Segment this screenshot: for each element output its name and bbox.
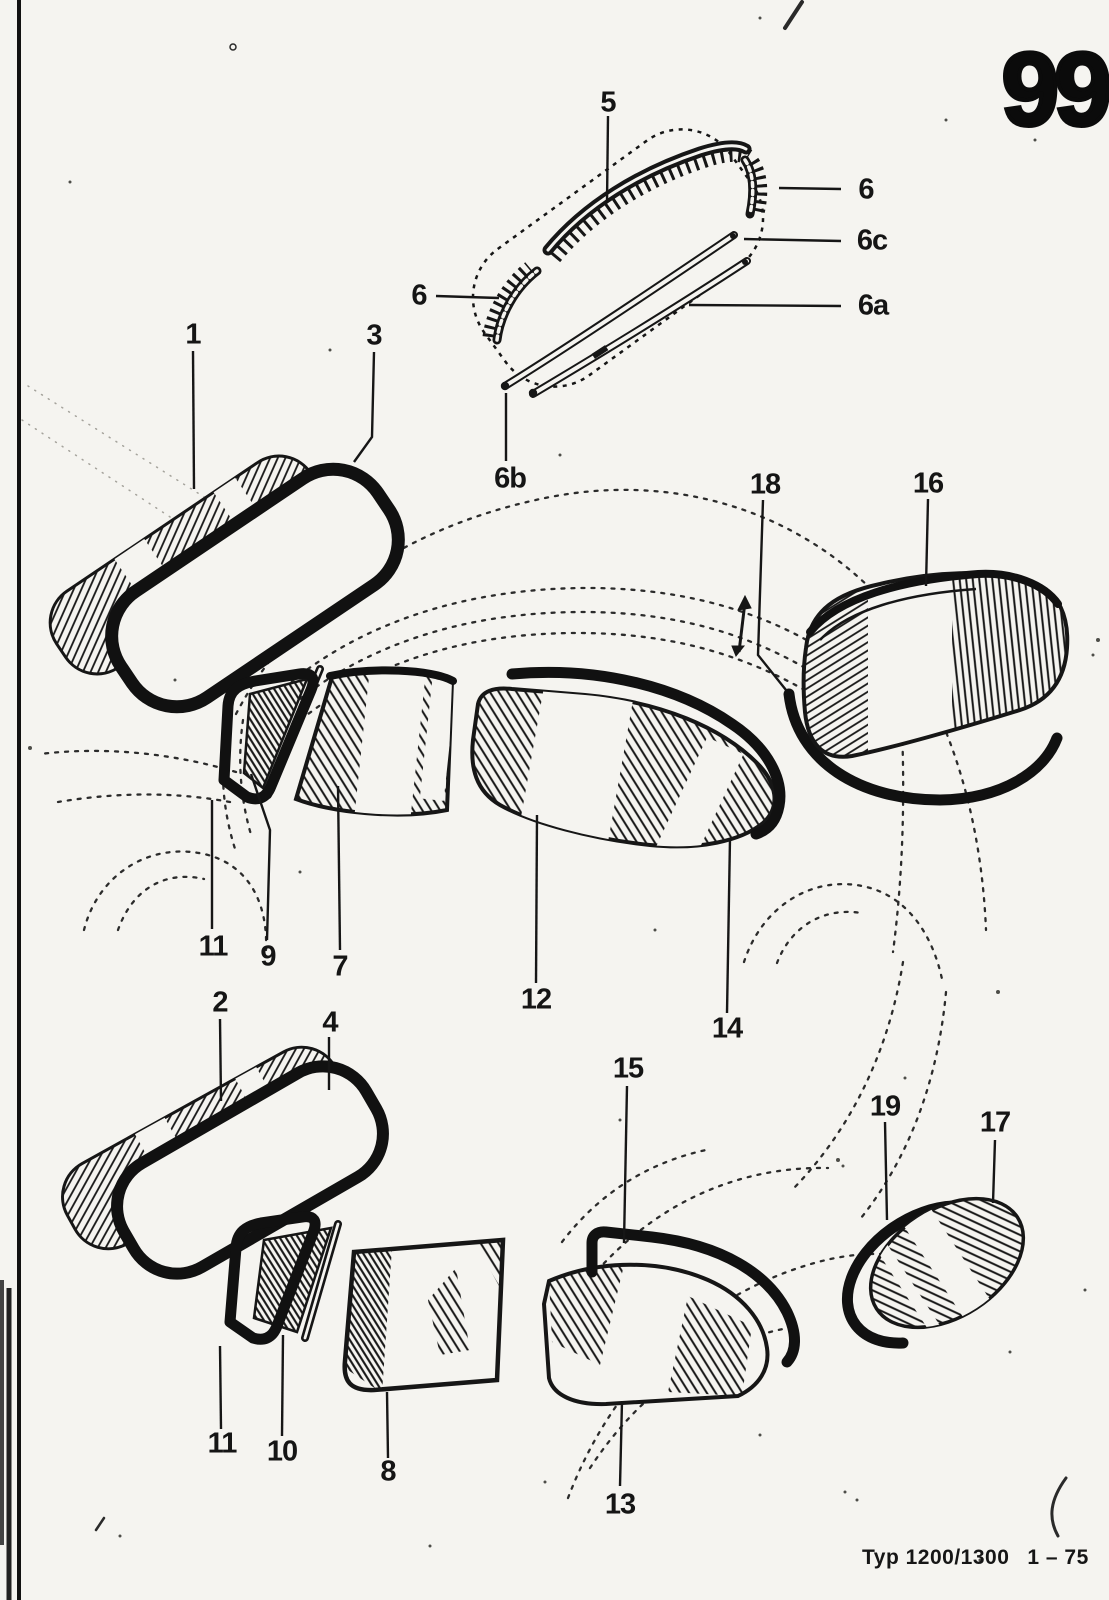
callout-4-label: 4 [322, 1006, 338, 1039]
callout-10-label: 10 [266, 1435, 298, 1468]
callout-3-label: 3 [366, 319, 382, 352]
callout-18-label: 18 [749, 468, 781, 501]
molding-6a [529, 257, 751, 398]
callout-5-label: 5 [600, 86, 616, 119]
callout-6-right-label: 6 [858, 173, 874, 206]
footer-page-code: 1 – 75 [1027, 1546, 1089, 1569]
callout-6-left-label: 6 [411, 279, 427, 312]
seal-strip-5 [542, 140, 753, 263]
quarter-seal-14 [506, 666, 786, 840]
vent-divider-bottom [301, 1220, 342, 1342]
rear-glass-16 [801, 569, 1070, 759]
vent-seal-11-bottom [224, 1211, 321, 1345]
callout-14-label: 14 [711, 1012, 743, 1045]
callout-2-label: 2 [212, 986, 228, 1019]
callout-6a-label: 6a [857, 289, 889, 322]
callout-15-label: 15 [612, 1052, 644, 1085]
noise-specks [28, 16, 1100, 1562]
stray-pen-marks [94, 0, 1068, 1538]
page-border-line [0, 0, 21, 1600]
page-number: 99 [999, 32, 1109, 148]
stray-arrow-mark [731, 594, 752, 657]
rear-seal-18 [783, 688, 1063, 806]
vent-glass-9 [242, 677, 310, 791]
quarter-glass-13 [542, 1262, 770, 1407]
leader-lines [191, 115, 997, 1487]
callout-11-bottom-label: 11 [207, 1427, 238, 1460]
callout-11-mid-label: 11 [198, 930, 229, 963]
page-footer: Typ 1200/1300 1 – 75 [862, 1546, 1089, 1570]
oval-seal-19 [842, 1200, 959, 1349]
callout-12-label: 12 [520, 983, 552, 1016]
door-glass-7 [294, 666, 457, 817]
callout-6b-label: 6b [494, 462, 527, 495]
callout-19-label: 19 [869, 1090, 901, 1123]
molding-joint-6b [500, 233, 748, 398]
molding-6c [501, 231, 738, 390]
seal-clip-6-left [482, 262, 542, 345]
quarter-seal-15 [586, 1226, 800, 1368]
quarter-glass-12 [470, 686, 777, 849]
callout-7-label: 7 [332, 950, 348, 983]
callout-8-label: 8 [380, 1455, 396, 1488]
callout-9-label: 9 [260, 940, 276, 973]
callout-1-label: 1 [185, 318, 201, 351]
oval-glass-17 [845, 1170, 1049, 1356]
door-glass-8 [345, 1240, 503, 1393]
callout-16-label: 16 [912, 467, 944, 500]
callout-17-label: 17 [979, 1106, 1011, 1139]
seal-clip-6-right [740, 155, 768, 219]
callout-6c-label: 6c [856, 224, 888, 257]
footer-model-text: Typ 1200/1300 [862, 1546, 1010, 1569]
callout-13-label: 13 [604, 1488, 636, 1521]
